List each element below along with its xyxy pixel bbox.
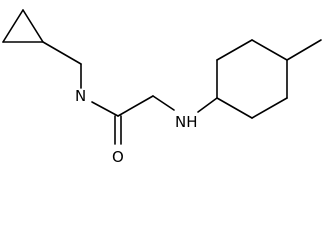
bond-carbonyl-to-ch2	[117, 95, 154, 117]
bond-ch-5	[251, 97, 288, 119]
bond-ch-6	[216, 97, 253, 119]
bond-n-to-carbonyl	[91, 101, 119, 117]
molecule-drawing: N NH O	[2, 9, 322, 166]
bond-methyl	[286, 39, 322, 61]
carbonyl-oxygen-label: O	[112, 148, 124, 166]
bond-cp-2	[2, 9, 24, 43]
bond-ch-2	[216, 39, 253, 61]
bond-ring-to-ch2	[42, 41, 82, 65]
bond-nh-to-ring	[197, 97, 218, 113]
cyclopropyl-ring	[2, 9, 44, 43]
structure-diagram: N NH O	[2, 9, 322, 166]
bond-ch2-to-nh	[152, 95, 175, 111]
cyclohexane-ring	[216, 39, 288, 119]
chain-bonds	[42, 41, 218, 117]
amide-nitrogen-label: N	[75, 87, 86, 105]
bond-cp-3	[22, 9, 44, 43]
bond-ch-3	[251, 39, 288, 61]
carbonyl-double-bond	[114, 115, 122, 145]
amine-nh-label: NH	[175, 113, 198, 131]
